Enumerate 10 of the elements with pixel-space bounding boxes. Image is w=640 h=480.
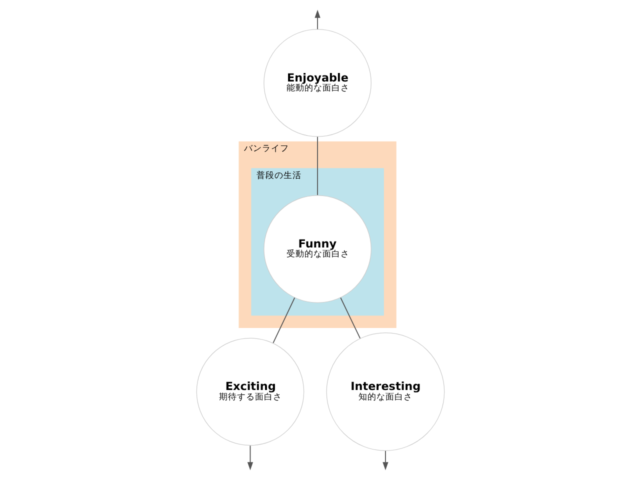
node-circle: Funny 受動的な面白さ [263,195,371,303]
node-circle: Interesting 知的な面白さ [326,332,444,451]
connector [316,136,318,196]
node-circle: Enjoyable 能動的な面白さ [263,29,371,137]
arrow [382,450,388,470]
arrow [314,10,320,30]
connector [340,297,360,339]
arrow [246,445,253,470]
connector [272,297,295,344]
node-circle: Exciting 期待する面白さ [196,338,304,446]
